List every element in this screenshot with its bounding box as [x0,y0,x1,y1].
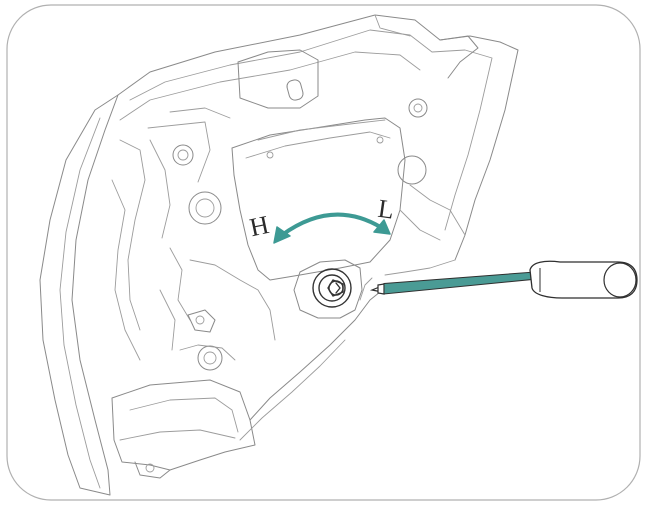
frame-border [6,4,641,501]
screwdriver-handle [529,260,638,299]
screwdriver-icon [369,260,638,299]
headlight-housing [39,14,519,496]
adjust-direction-arrow-icon [273,212,391,244]
adjustment-screw [293,259,363,319]
low-label: L [376,194,396,225]
high-label: H [247,210,272,242]
screwdriver-blade [383,271,538,295]
